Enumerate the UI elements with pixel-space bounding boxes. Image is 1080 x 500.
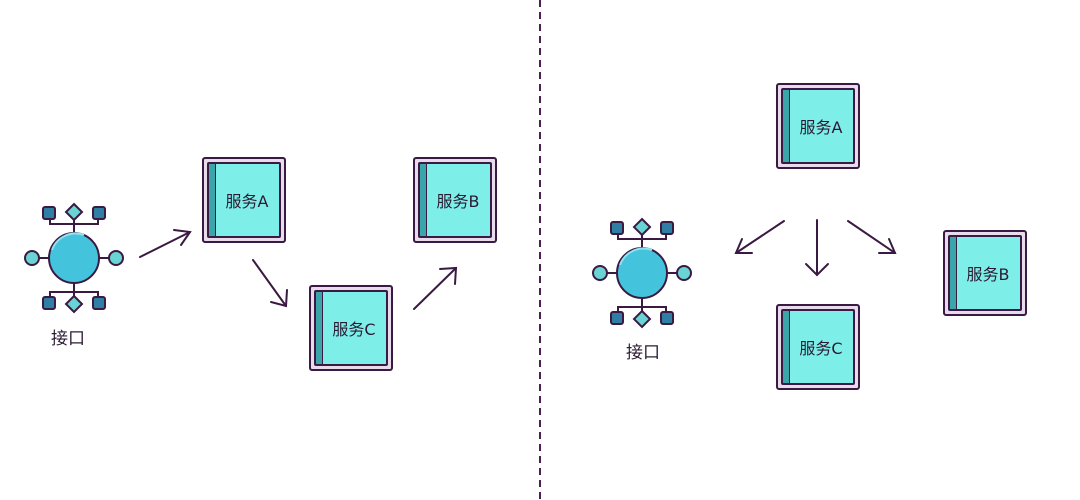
left-service-b-label: 服务B [436, 192, 480, 211]
left-service-a-box: 服务A [202, 157, 286, 243]
right-interface-hub-icon [592, 218, 692, 328]
right-service-c-box: 服务C [776, 304, 860, 390]
right-service-b-box: 服务B [943, 230, 1027, 316]
left-interface-label: 接口 [51, 329, 85, 349]
right-service-c-label: 服务C [799, 339, 843, 358]
right-service-a-label: 服务A [799, 118, 843, 137]
left-arrow-c-to-b [413, 266, 458, 310]
left-service-a-label: 服务A [225, 192, 269, 211]
right-interface-label: 接口 [626, 343, 660, 363]
left-interface-hub-icon [24, 203, 124, 313]
right-arrow-to-left [734, 220, 785, 254]
left-arrow-interface-to-a [139, 229, 192, 258]
right-arrow-to-right [847, 220, 897, 254]
left-service-c-label: 服务C [332, 320, 376, 339]
right-service-a-box: 服务A [776, 83, 860, 169]
right-service-b-label: 服务B [966, 265, 1010, 284]
left-service-b-box: 服务B [413, 157, 497, 243]
left-arrow-a-to-c [252, 259, 288, 308]
right-arrow-down [805, 219, 829, 277]
left-service-c-box: 服务C [309, 285, 393, 371]
